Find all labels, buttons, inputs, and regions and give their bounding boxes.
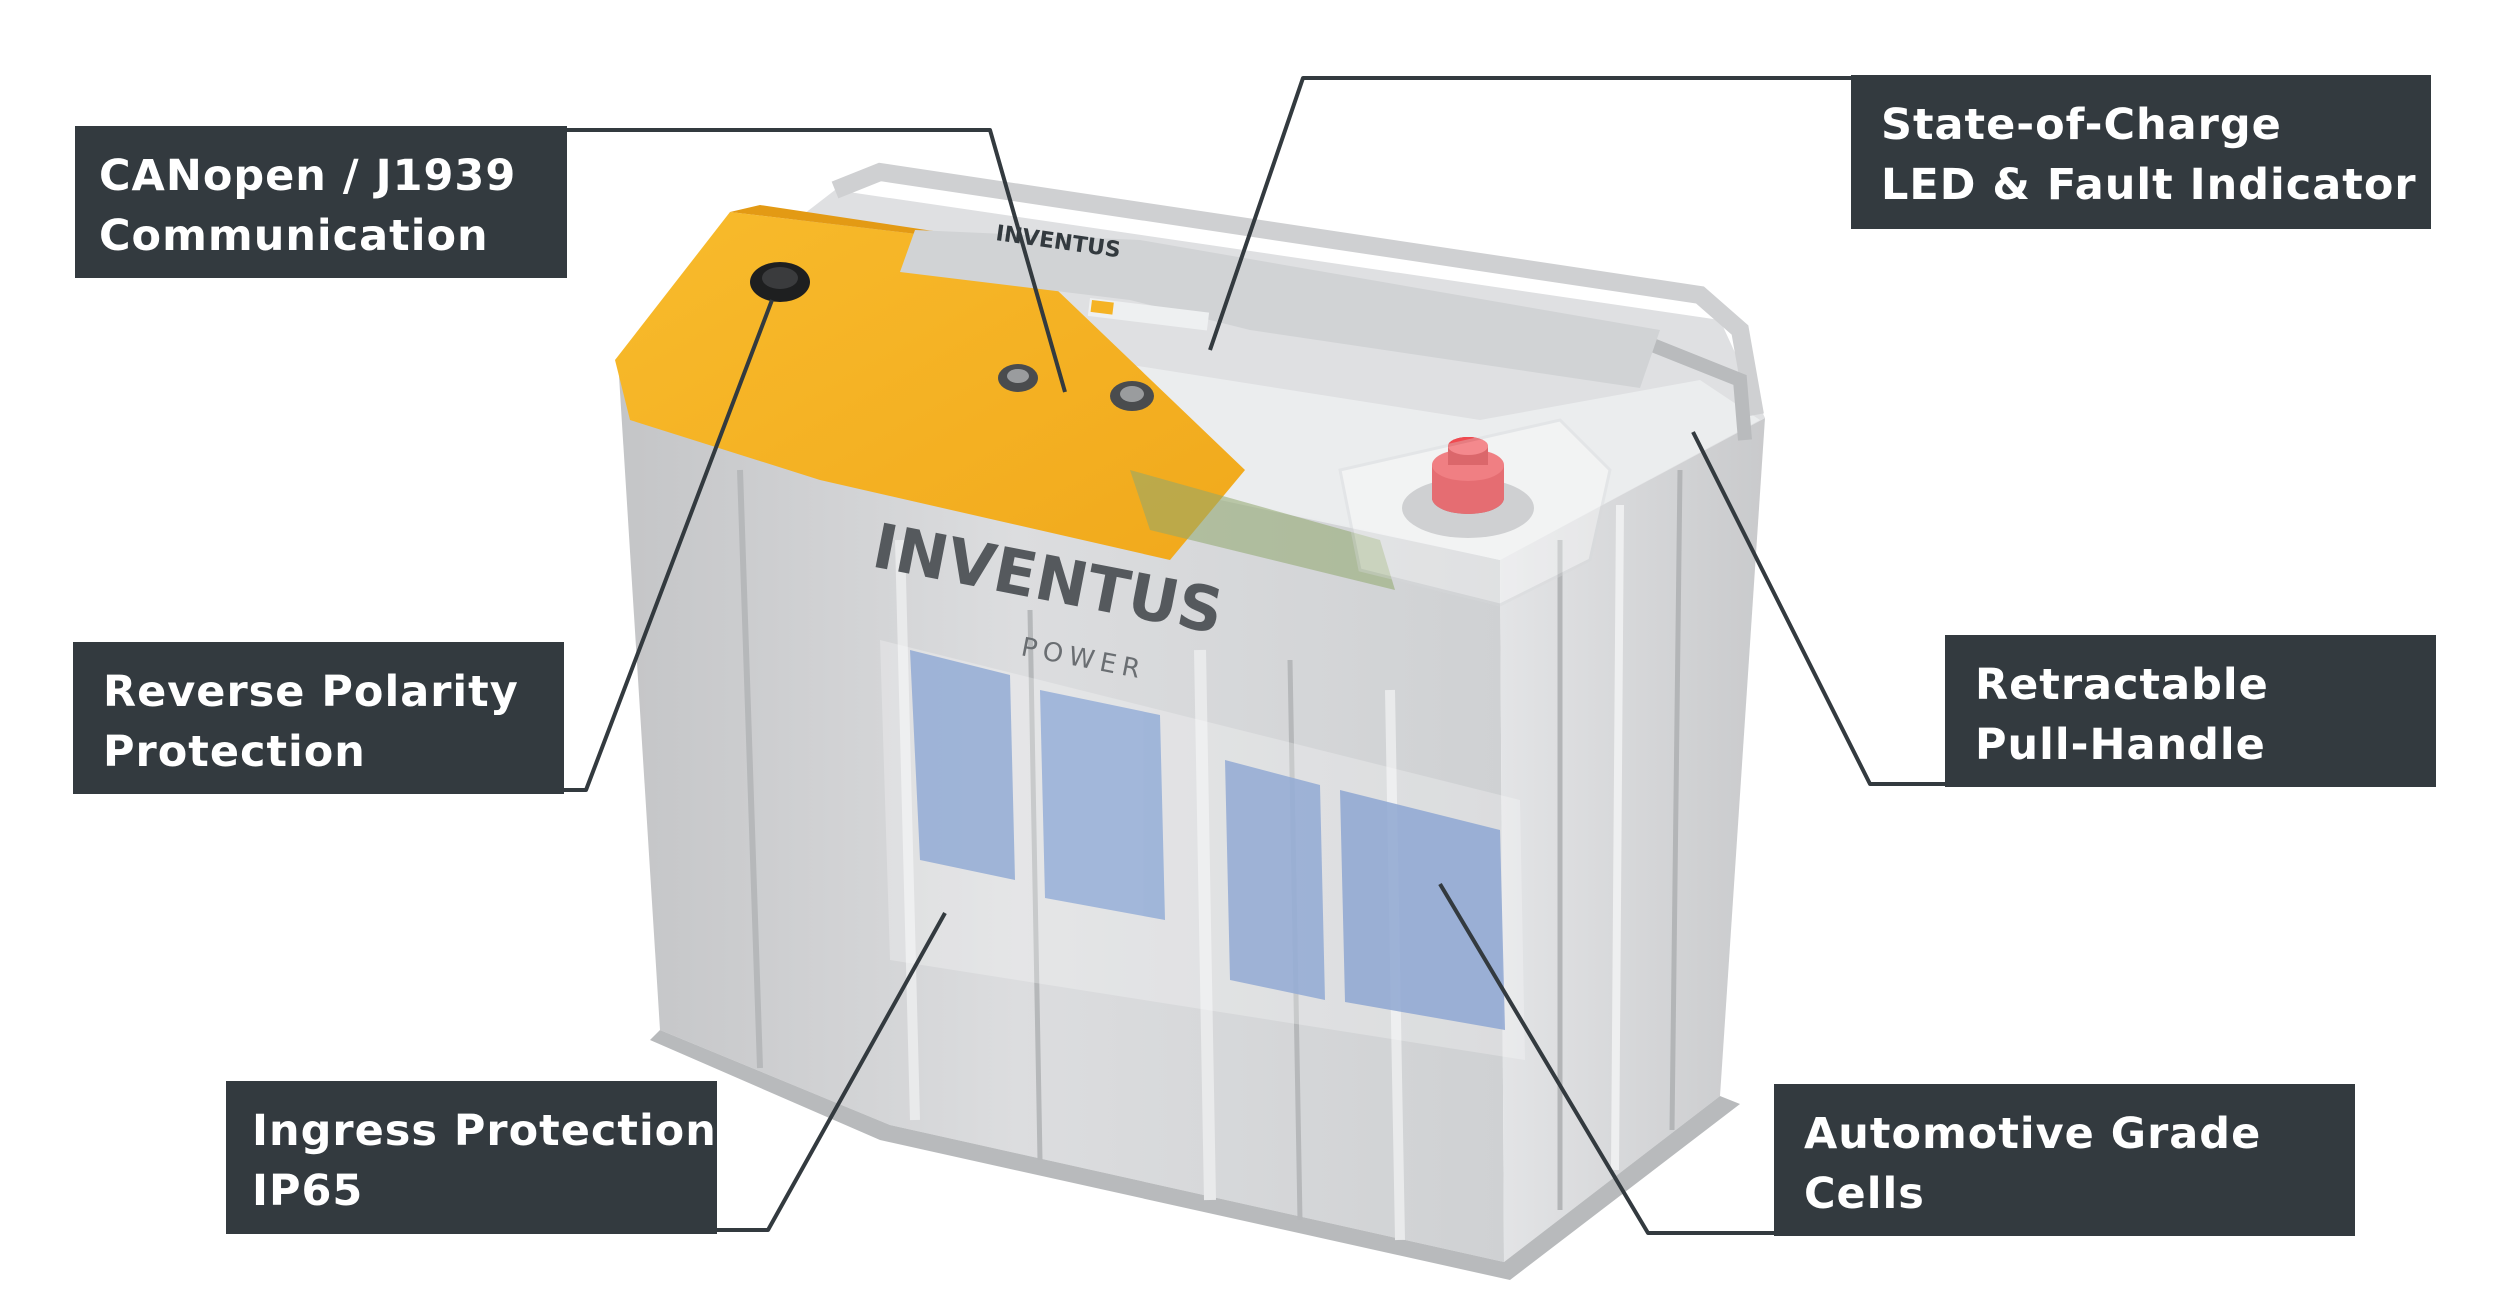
callout-ingress-line1: Ingress Protection [252, 1106, 717, 1156]
callout-canopen-communication: CANopen / J1939 Communication [75, 126, 567, 278]
callout-soc-line1: State-of-Charge [1881, 100, 2282, 150]
callout-reverse-line1: Reverse Polarity [103, 667, 519, 717]
callout-reverse-polarity: Reverse Polarity Protection [73, 642, 564, 794]
leader-cells [1438, 882, 1774, 1235]
callout-ingress-line2: IP65 [252, 1166, 364, 1216]
leader-lines [564, 76, 1945, 1235]
callout-canopen-line1: CANopen / J1939 [99, 151, 517, 201]
red-terminal [1402, 437, 1534, 538]
callout-automotive-cells: Automotive Grade Cells [1774, 1084, 2355, 1236]
leader-soc [1208, 76, 1851, 351]
callout-retractable-handle: Retractable Pull-Handle [1945, 635, 2436, 787]
leader-canopen [567, 128, 1067, 393]
battery-lid: INVENTUS [615, 162, 1765, 607]
callout-retract-line2: Pull-Handle [1975, 720, 2266, 770]
pull-handle [1637, 333, 1752, 441]
leader-reverse [564, 299, 774, 792]
callout-ingress-protection: Ingress Protection IP65 [226, 1081, 717, 1234]
leader-retract [1691, 431, 1945, 786]
callout-canopen-line2: Communication [99, 211, 489, 261]
soc-led-strip [1087, 297, 1210, 331]
callout-reverse-line2: Protection [103, 727, 366, 777]
cell-blocks [910, 650, 1505, 1030]
callout-state-of-charge: State-of-Charge LED & Fault Indicator [1851, 75, 2431, 229]
callout-cells-line1: Automotive Grade [1804, 1109, 2262, 1159]
battery-case: INVENTUS POWER [618, 360, 1765, 1280]
callout-retract-line1: Retractable [1975, 660, 2269, 710]
leader-ingress [717, 912, 947, 1232]
callout-soc-line2: LED & Fault Indicator [1881, 160, 2417, 210]
callout-cells-line2: Cells [1804, 1169, 1925, 1219]
comm-ports [998, 364, 1154, 411]
